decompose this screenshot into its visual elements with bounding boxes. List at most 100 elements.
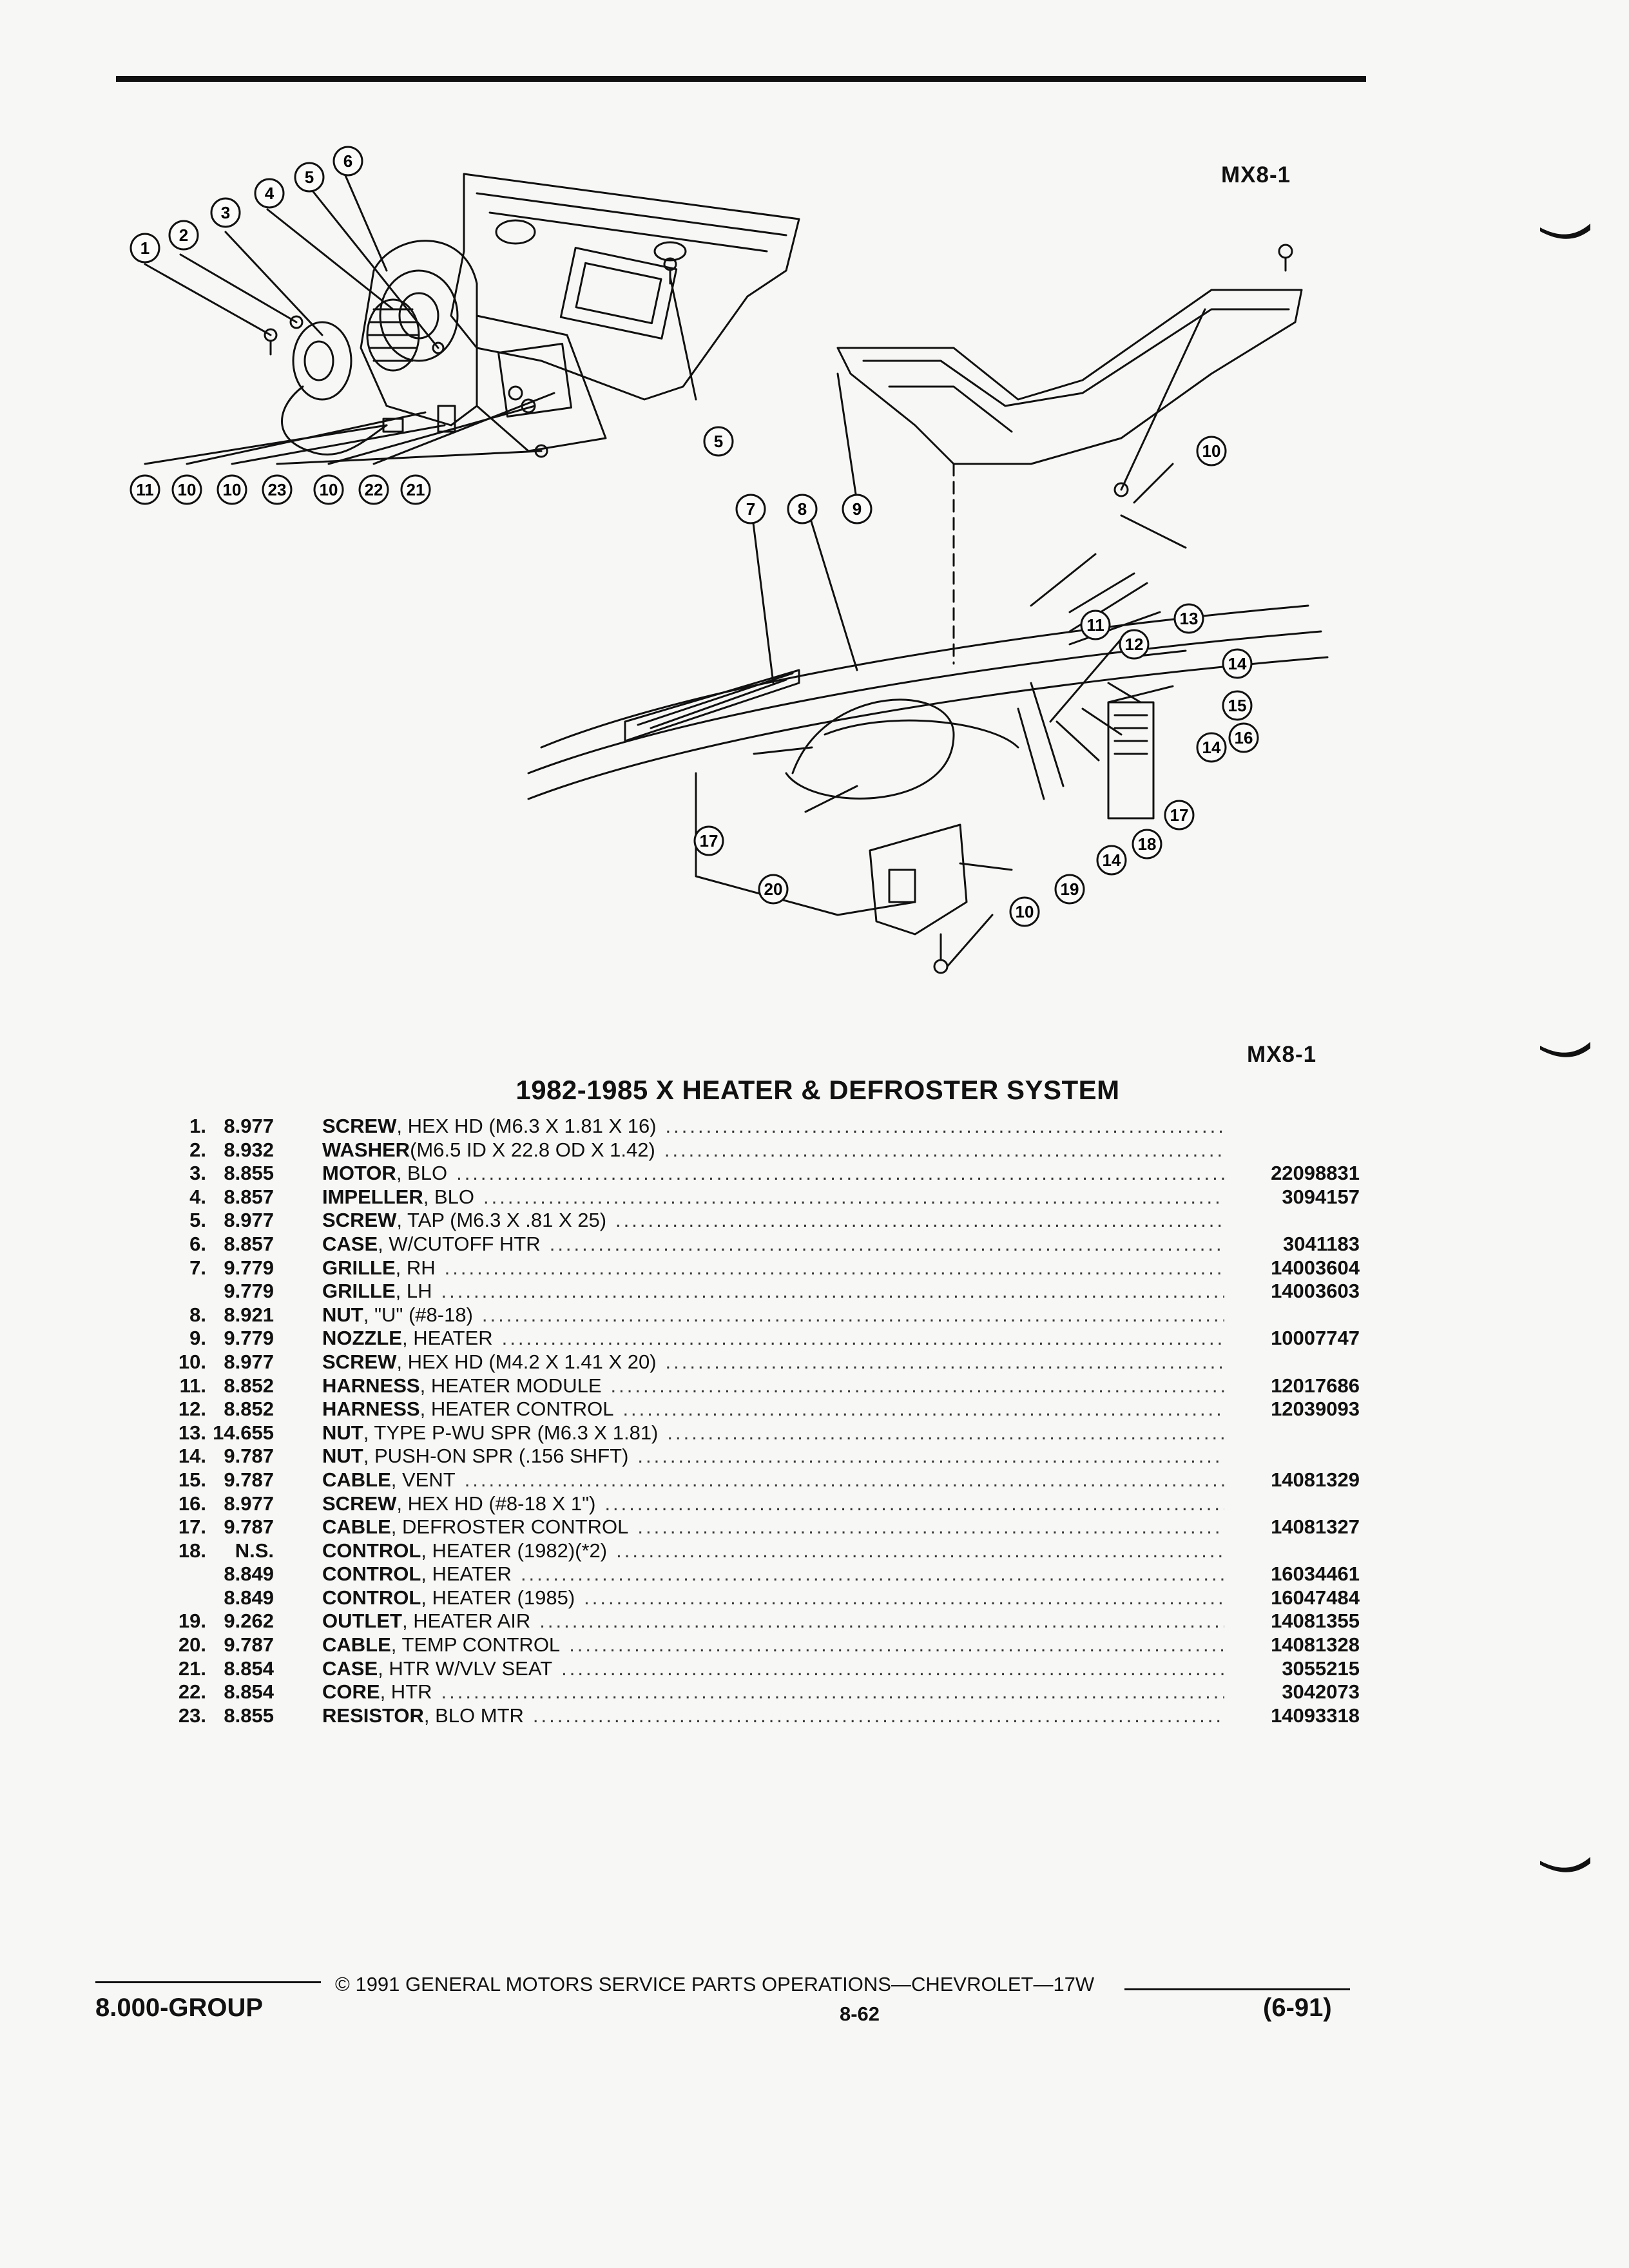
leader-dots	[622, 1398, 1224, 1421]
svg-text:4: 4	[265, 184, 275, 203]
leader-dots	[666, 1115, 1224, 1139]
part-spec: , HEATER AIR	[402, 1610, 531, 1633]
part-spec: , TYPE P-WU SPR (M6.3 X 1.81)	[363, 1421, 659, 1444]
part-description: GRILLE, RH	[322, 1256, 1224, 1280]
group-number: 14.655	[213, 1421, 274, 1444]
part-description: OUTLET, HEATER AIR	[322, 1610, 1224, 1633]
part-number: 10007747	[1271, 1327, 1360, 1350]
callout-18: 18	[1132, 829, 1162, 860]
group-number: 8.977	[224, 1115, 274, 1137]
callout-10a: 11	[130, 474, 160, 505]
svg-text:16: 16	[1235, 728, 1253, 747]
part-description: CASE, HTR W/VLV SEAT	[322, 1657, 1224, 1681]
part-number: 14081327	[1271, 1515, 1360, 1539]
part-spec: , HEATER	[421, 1562, 512, 1586]
part-number: 3041183	[1283, 1232, 1360, 1255]
leader-dots	[483, 1186, 1224, 1209]
part-name: CABLE	[322, 1515, 391, 1539]
group-number: N.S.	[235, 1539, 274, 1562]
svg-text:7: 7	[746, 499, 755, 519]
callout-21: 21	[400, 474, 431, 505]
group-number: 9.787	[224, 1445, 274, 1468]
item-number: 20.	[178, 1633, 206, 1657]
part-name: NUT	[322, 1303, 363, 1326]
group-number: 8.857	[224, 1185, 274, 1208]
svg-text:18: 18	[1138, 834, 1157, 854]
leader-dots	[637, 1445, 1224, 1468]
group-number: 8.857	[224, 1232, 274, 1255]
part-number: 22098831	[1271, 1162, 1360, 1185]
part-name: CONTROL	[322, 1539, 421, 1562]
part-name: CASE	[322, 1657, 378, 1680]
part-number: 14093318	[1271, 1704, 1360, 1727]
part-name: CABLE	[322, 1633, 391, 1657]
part-description: CONTROL, HEATER (1985)	[322, 1586, 1224, 1610]
part-spec: , W/CUTOFF HTR	[378, 1232, 541, 1255]
part-description: CORE, HTR	[322, 1680, 1224, 1704]
part-description: HARNESS, HEATER CONTROL	[322, 1398, 1224, 1421]
group-number: 8.932	[224, 1138, 274, 1161]
part-description: NUT, TYPE P-WU SPR (M6.3 X 1.81)	[322, 1421, 1224, 1445]
part-description: CABLE, VENT	[322, 1468, 1224, 1492]
leader-dots	[550, 1233, 1224, 1256]
leader-dots	[456, 1162, 1224, 1186]
part-description: CABLE, TEMP CONTROL	[322, 1633, 1224, 1657]
item-number: 21.	[178, 1657, 206, 1680]
leader-dots	[584, 1586, 1224, 1610]
svg-text:17: 17	[1170, 805, 1189, 825]
part-number: 12017686	[1271, 1374, 1360, 1397]
group-number: 8.977	[224, 1209, 274, 1232]
callout-11a: 10	[171, 474, 202, 505]
leader-dots	[441, 1280, 1224, 1303]
group-number: 8.977	[224, 1350, 274, 1373]
part-description: CASE, W/CUTOFF HTR	[322, 1233, 1224, 1256]
group-number: 8.852	[224, 1398, 274, 1421]
leader-dots	[616, 1539, 1224, 1563]
callout-10c: 10	[313, 474, 344, 505]
callout-20: 20	[758, 874, 789, 905]
svg-text:10: 10	[1202, 441, 1221, 461]
svg-text:10: 10	[320, 480, 338, 499]
part-name: RESISTOR	[322, 1704, 424, 1727]
group-number: 8.852	[224, 1374, 274, 1397]
part-name: OUTLET	[322, 1610, 402, 1633]
part-description: SCREW, HEX HD (#8-18 X 1")	[322, 1492, 1224, 1516]
callout-23: 23	[262, 474, 293, 505]
part-description: MOTOR, BLO	[322, 1162, 1224, 1186]
part-spec: , BLO	[423, 1185, 474, 1208]
leader-dots	[569, 1633, 1224, 1657]
callout-5: 5	[294, 162, 325, 193]
callout-8: 8	[787, 494, 818, 524]
svg-text:5: 5	[714, 432, 723, 451]
footer-rule-right	[1124, 1988, 1350, 1990]
svg-text:17: 17	[700, 831, 718, 850]
svg-text:11: 11	[136, 480, 154, 499]
svg-text:23: 23	[268, 480, 287, 499]
item-number: 13.	[178, 1421, 206, 1444]
leader-dots	[637, 1515, 1224, 1539]
figure-code-bottom: MX8-1	[1247, 1042, 1317, 1067]
part-spec: , PUSH-ON SPR (.156 SHFT)	[363, 1445, 629, 1468]
group-number: 9.779	[224, 1256, 274, 1279]
callout-22: 22	[358, 474, 389, 505]
part-spec: , TAP (M6.3 X .81 X 25)	[396, 1209, 607, 1232]
part-name: SCREW	[322, 1350, 397, 1373]
part-description: CONTROL, HEATER (1982)(*2)	[322, 1539, 1224, 1563]
part-description: IMPELLER, BLO	[322, 1186, 1224, 1209]
callout-11b: 11	[1080, 610, 1111, 640]
item-number: 5.	[189, 1209, 206, 1232]
footer-rule-left	[95, 1981, 321, 1983]
part-name: NUT	[322, 1421, 363, 1444]
section-title: 1982-1985 X HEATER & DEFROSTER SYSTEM	[516, 1075, 1120, 1105]
callout-14a: 14	[1222, 648, 1253, 679]
callout-13: 13	[1173, 603, 1204, 634]
part-number: 14081328	[1271, 1633, 1360, 1657]
part-number: 16047484	[1271, 1586, 1360, 1609]
